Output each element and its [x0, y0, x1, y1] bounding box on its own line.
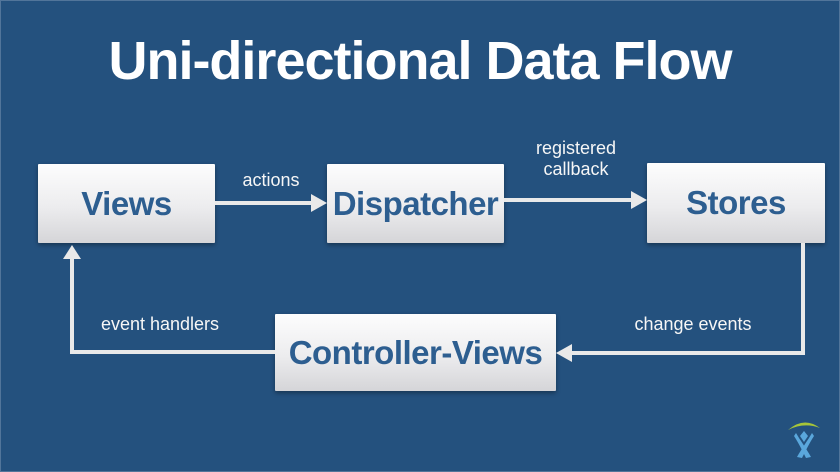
- edge-label-actions: actions: [242, 170, 300, 190]
- node-stores: Stores: [647, 163, 825, 243]
- arrow-views-to-dispatcher-shaft: [215, 201, 312, 205]
- node-controller-views-label: Controller-Views: [288, 333, 543, 371]
- arrow-dispatcher-to-stores-shaft: [504, 198, 632, 202]
- node-dispatcher: Dispatcher: [327, 164, 504, 243]
- arrow-to-controller-views-shaft: [570, 351, 805, 355]
- node-views: Views: [38, 164, 215, 243]
- arrow-right-icon: [631, 191, 647, 209]
- arrow-up-icon: [63, 245, 81, 259]
- edge-label-registered-callback: registered callback: [535, 138, 617, 179]
- arrow-stores-down-shaft: [801, 243, 805, 355]
- node-controller-views: Controller-Views: [275, 314, 556, 391]
- arrow-up-to-views-shaft: [70, 257, 74, 354]
- slide-title: Uni-directional Data Flow: [108, 31, 732, 91]
- node-views-label: Views: [81, 184, 172, 222]
- atlassian-logo-icon: [788, 422, 820, 458]
- edge-label-change-events: change events: [634, 314, 752, 334]
- arrow-from-controller-views-shaft: [70, 350, 275, 354]
- edge-label-event-handlers: event handlers: [100, 314, 220, 334]
- arrow-left-icon: [556, 344, 572, 362]
- node-stores-label: Stores: [686, 184, 786, 221]
- node-dispatcher-label: Dispatcher: [332, 184, 499, 222]
- arrow-right-icon: [311, 194, 327, 212]
